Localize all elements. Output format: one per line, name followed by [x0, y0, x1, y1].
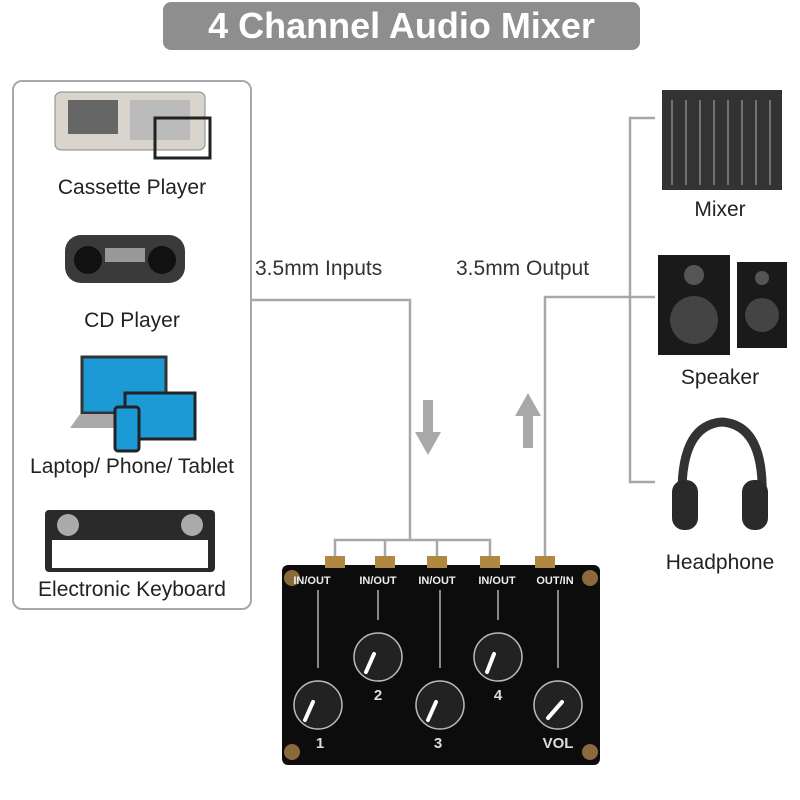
knob-label-4: 4 [494, 687, 503, 704]
cd-player-icon [65, 235, 185, 283]
device-label-keyboard: Electronic Keyboard [38, 578, 226, 601]
device-label-laptop: Laptop/ Phone/ Tablet [30, 455, 234, 478]
arrow-up-icon [515, 393, 541, 448]
mixer-device-icon [662, 90, 782, 190]
jack-label-5: OUT/IN [536, 575, 573, 587]
knob-label-vol: VOL [543, 735, 574, 752]
device-label-cd: CD Player [84, 309, 180, 332]
jack-label-2: IN/OUT [359, 575, 397, 587]
input-devices-panel [12, 80, 252, 610]
inputs-label: 3.5mm Inputs [255, 257, 383, 280]
cassette-player-icon [54, 91, 212, 160]
audio-mixer-device: IN/OUT IN/OUT IN/OUT IN/OUT OUT/IN 1 2 3… [282, 556, 600, 765]
laptop-phone-tablet-icon [70, 355, 197, 453]
knob-4 [473, 632, 523, 682]
speaker-icon [658, 255, 787, 355]
electronic-keyboard-icon [45, 510, 215, 572]
jack-label-1: IN/OUT [293, 575, 331, 587]
knob-2 [353, 632, 403, 682]
output-bracket [628, 116, 655, 484]
input-line [250, 298, 412, 540]
device-label-cassette: Cassette Player [57, 176, 207, 199]
knob-label-1: 1 [316, 735, 324, 752]
device-label-headphone: Headphone [665, 551, 775, 574]
connection-lines [250, 116, 655, 560]
input-bus-line [333, 538, 492, 560]
knob-label-3: 3 [434, 735, 442, 752]
jack-label-4: IN/OUT [478, 575, 516, 587]
jack-label-3: IN/OUT [418, 575, 456, 587]
device-label-speaker: Speaker [680, 366, 760, 389]
knob-3 [415, 680, 465, 730]
arrow-down-icon [415, 400, 441, 455]
knob-1 [293, 680, 343, 730]
page-title: 4 Channel Audio Mixer [163, 2, 640, 50]
output-line [543, 295, 630, 560]
knob-label-2: 2 [374, 687, 382, 704]
headphone-icon [672, 417, 768, 530]
device-label-mixer: Mixer [694, 198, 746, 221]
output-label: 3.5mm Output [456, 257, 590, 280]
